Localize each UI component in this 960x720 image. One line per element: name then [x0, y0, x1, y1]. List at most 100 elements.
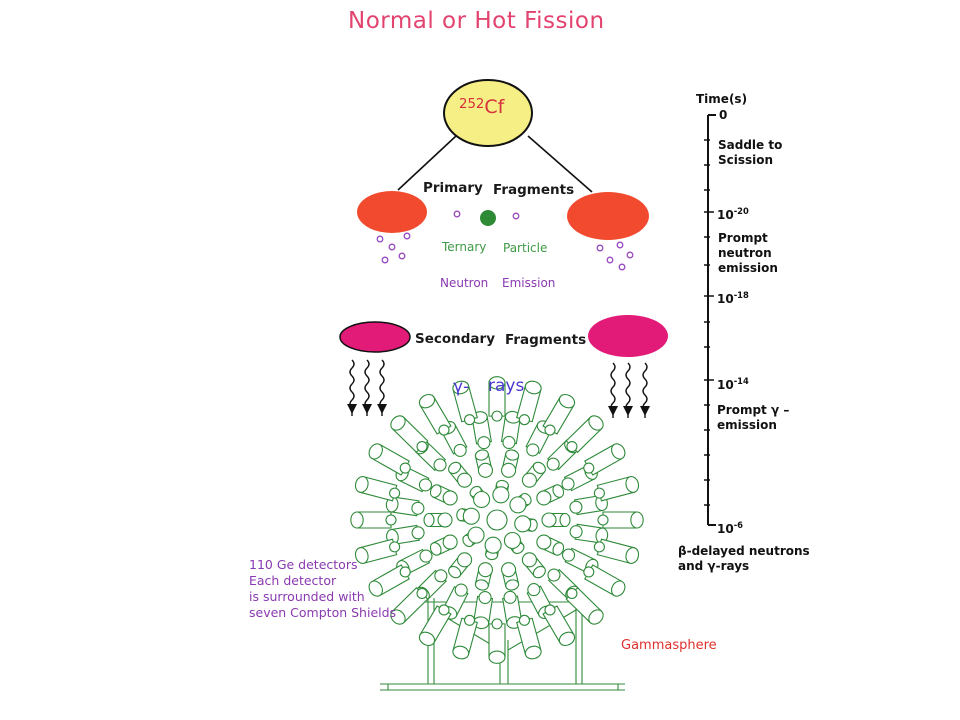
detector-hex [442, 534, 458, 550]
gamma-arrowheads-left [347, 404, 387, 414]
time-zero: 0 [719, 108, 728, 122]
neutron-label: Neutron [440, 276, 489, 290]
detector-hex [442, 490, 458, 506]
detector-hex [541, 512, 557, 528]
detector-hex [509, 496, 527, 514]
detector-face [390, 415, 406, 431]
neutron [596, 244, 604, 252]
detector-face [524, 645, 542, 660]
gamma-rays-label: rays [488, 376, 525, 396]
time-exponent: -6 [733, 520, 744, 530]
time-1e-18: 10-18 [717, 288, 749, 306]
detector-hex [526, 443, 540, 457]
gamma-arrow [625, 362, 631, 418]
neutron [616, 241, 624, 249]
prompt-gamma-line1: Prompt γ – [717, 403, 790, 417]
detector-hex [583, 566, 595, 578]
neutron [376, 235, 384, 243]
detector-face [488, 376, 506, 390]
detector-hex [467, 526, 485, 544]
neutron [381, 256, 389, 264]
detector-hex [434, 569, 448, 583]
detector-face [452, 380, 470, 395]
detector-hex [491, 618, 503, 630]
emission-label: Emission [502, 276, 556, 290]
detector-face [418, 631, 436, 647]
time-exponent: -18 [733, 290, 749, 300]
gamma-arrow [610, 362, 616, 418]
detector-hex [484, 536, 502, 554]
split-line-left [397, 135, 457, 191]
detector-hex [462, 507, 480, 525]
detector-array [350, 376, 644, 664]
detector-hex [502, 435, 516, 450]
neutron [606, 256, 614, 264]
neutron [618, 263, 626, 271]
neutron [403, 232, 411, 240]
detector-hex [464, 414, 476, 426]
detector-hex [536, 490, 552, 506]
primary-fragments-label: Fragments [493, 182, 575, 198]
detector-face [588, 415, 604, 431]
detector-face [488, 650, 506, 664]
detector-hex [477, 562, 493, 578]
time-base: 10 [717, 378, 734, 392]
detector-face [524, 380, 542, 395]
detector-face [474, 449, 489, 461]
detector-hex [514, 515, 532, 533]
detector-face [630, 511, 644, 529]
detector-hex [389, 541, 401, 553]
cf-nucleus [443, 79, 533, 147]
detector-hex [583, 462, 595, 474]
time-base: 10 [717, 292, 734, 306]
gamma-arrows-left [349, 359, 385, 416]
detector-hex [536, 534, 552, 550]
time-1e-20: 10-20 [717, 204, 749, 222]
detector-face [452, 645, 470, 660]
detector-face [559, 512, 571, 528]
detector-hex [597, 514, 609, 526]
prompt-gamma-line2: emission [717, 418, 777, 432]
detector-hex [416, 587, 428, 600]
detector-hex [561, 477, 575, 491]
detector-hex [389, 487, 401, 499]
detector-hex [473, 490, 491, 509]
detector-face [354, 547, 369, 564]
detector-hex [569, 525, 583, 539]
detector-hex [527, 583, 541, 597]
detector-face [448, 461, 462, 475]
detector-hex [593, 487, 605, 499]
detector-hex [411, 501, 425, 515]
detector-hex [438, 604, 450, 616]
cf-label: 252Cf [459, 96, 504, 118]
neutron-group [376, 210, 634, 271]
detector-hex [544, 424, 556, 436]
gamma-arrows-right [610, 362, 648, 418]
detector-face [558, 393, 576, 409]
detector-face [625, 547, 640, 564]
detector-hex [561, 548, 576, 562]
gamma-arrow [364, 359, 370, 416]
detector-hex [503, 531, 521, 550]
detector-hex [399, 462, 411, 474]
detector-hex [385, 514, 397, 526]
scission-label: Scission [718, 153, 774, 167]
detector-hex [518, 614, 530, 626]
detector-line1: 110 Ge detectors [249, 557, 358, 572]
neutron [388, 243, 396, 251]
detector-face [532, 565, 546, 579]
secondary-fragment-left [339, 321, 411, 353]
secondary-fragment-right [588, 315, 668, 357]
detector-face [368, 580, 383, 597]
detector-hex [593, 541, 605, 553]
beta-delayed-line2: and γ-rays [678, 559, 750, 573]
detector-hex [544, 604, 556, 616]
cf-mass-number: 252 [459, 97, 485, 112]
detector-hex [478, 590, 492, 605]
detector-face [350, 511, 364, 529]
gamma-arrow [642, 362, 648, 418]
detector-hex [566, 440, 578, 453]
detector-hex [503, 590, 517, 604]
detector-hex [501, 562, 517, 578]
prompt-neutron-line2: neutron [718, 246, 772, 260]
